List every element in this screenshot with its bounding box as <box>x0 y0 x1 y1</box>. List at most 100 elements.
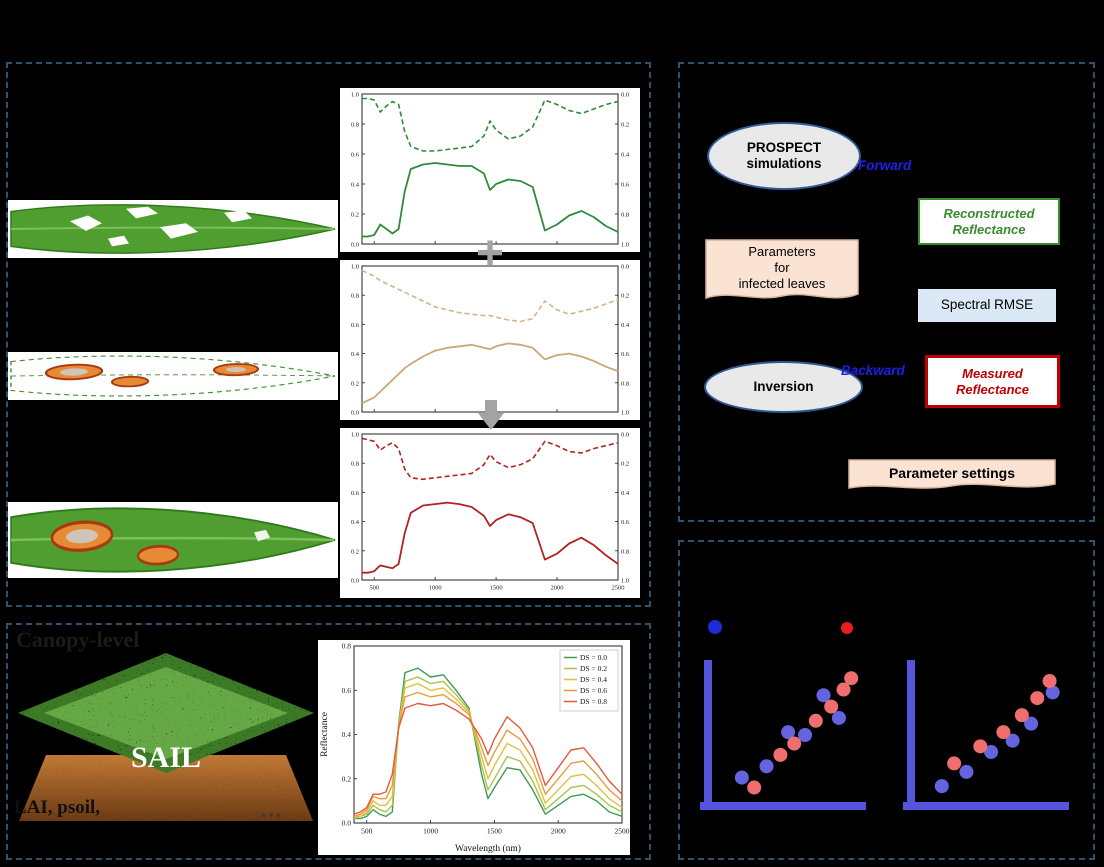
svg-text:0.8: 0.8 <box>351 293 359 300</box>
healthy-leaf-spectra-chart: 0.0 0.2 0.4 0.6 0.8 1.0 0.0 0.2 0.4 0.6 0.8 1.0 <box>340 88 640 252</box>
svg-text:0.0: 0.0 <box>621 92 629 99</box>
infected-leaf-spectra-chart: 0.0 0.2 0.4 0.6 0.8 1.0 0.0 0.2 0.4 0.6 0.8 1.0 500 1… <box>340 428 640 598</box>
svg-text:0.4: 0.4 <box>351 351 360 358</box>
svg-text:0.0: 0.0 <box>621 432 629 439</box>
svg-text:DS = 0.6: DS = 0.6 <box>580 686 607 695</box>
svg-text:DS = 0.4: DS = 0.4 <box>580 675 607 684</box>
svg-text:0.6: 0.6 <box>351 322 360 329</box>
svg-text:0.0: 0.0 <box>342 819 352 828</box>
svg-text:1.0: 1.0 <box>621 578 629 585</box>
svg-text:0.6: 0.6 <box>621 519 630 526</box>
canopy-level-heading: Canopy-level <box>16 627 140 652</box>
blue-legend-dot <box>708 620 722 634</box>
lesion-2 <box>136 544 180 566</box>
svg-text:0.8: 0.8 <box>351 461 359 468</box>
banner-shape <box>705 239 859 300</box>
svg-text:1.0: 1.0 <box>621 410 629 417</box>
parameter-settings-label: Parameter settings <box>888 465 1016 482</box>
lesion-outline-image <box>8 352 338 400</box>
red-legend-dot <box>841 622 853 634</box>
ellipsis-label: … <box>260 797 282 822</box>
svg-text:0.6: 0.6 <box>351 152 360 159</box>
svg-text:0.8: 0.8 <box>621 380 629 387</box>
svg-text:DS = 0.2: DS = 0.2 <box>580 664 607 673</box>
canopy-inputs-label: LAI, psoil, <box>14 797 101 818</box>
lesion-2 <box>110 375 150 388</box>
plus-icon: + <box>475 227 505 280</box>
panel-canopy-level: Canopy-level <box>6 623 651 860</box>
svg-text:0.8: 0.8 <box>342 642 352 651</box>
svg-text:0.4: 0.4 <box>342 730 352 739</box>
svg-text:0.8: 0.8 <box>621 212 629 219</box>
svg-text:500: 500 <box>369 585 379 592</box>
svg-text:1.0: 1.0 <box>621 242 629 249</box>
spectral-rmse-label: Spectral RMSE <box>940 297 1034 313</box>
sail-canopy-image: SAIL <box>16 651 316 826</box>
svg-text:0.4: 0.4 <box>621 490 630 497</box>
scatter-plot-left <box>698 658 868 816</box>
svg-text:Wavelength (nm): Wavelength (nm) <box>455 843 521 854</box>
svg-text:0.6: 0.6 <box>351 490 360 497</box>
panel-leaf-level: 0.0 0.2 0.4 0.6 0.8 1.0 0.0 0.2 0.4 0.6 0.8 1.0 + 0… <box>6 62 651 607</box>
svg-text:0.6: 0.6 <box>621 351 630 358</box>
inversion-label: Inversion <box>753 379 814 395</box>
svg-text:1.0: 1.0 <box>351 264 359 271</box>
svg-text:0.2: 0.2 <box>621 122 629 129</box>
svg-text:2500: 2500 <box>612 585 625 592</box>
parameter-settings-banner: Parameter settings <box>847 458 1057 495</box>
svg-text:0.4: 0.4 <box>351 182 360 189</box>
sail-label: SAIL <box>131 741 201 774</box>
leaf-fleck <box>254 529 270 542</box>
infected-leaf-drawing <box>10 507 336 573</box>
svg-text:1.0: 1.0 <box>351 92 359 99</box>
svg-text:0.4: 0.4 <box>621 152 630 159</box>
lesion-leaf-drawing <box>10 355 336 397</box>
svg-text:0.2: 0.2 <box>351 212 359 219</box>
svg-text:0.2: 0.2 <box>621 293 629 300</box>
svg-text:0.2: 0.2 <box>351 380 359 387</box>
svg-text:2500: 2500 <box>615 827 630 836</box>
parameters-banner: Parameters for infected leaves <box>704 238 860 308</box>
svg-text:0.0: 0.0 <box>351 242 359 249</box>
svg-text:0.2: 0.2 <box>342 774 352 783</box>
backward-label: Backward <box>841 363 905 378</box>
svg-text:0.8: 0.8 <box>621 548 629 555</box>
reconstructed-reflectance-label: Reconstructed Reflectance <box>943 205 1035 237</box>
svg-text:0.6: 0.6 <box>342 686 352 695</box>
soil-layer <box>19 755 313 821</box>
panel-validation-scatter <box>678 540 1095 860</box>
svg-text:1000: 1000 <box>429 585 442 592</box>
forward-label: Forward <box>858 158 912 173</box>
measured-reflectance-label: Measured Reflectance <box>956 365 1029 397</box>
svg-text:0.6: 0.6 <box>621 182 630 189</box>
scatter-plot-right <box>901 658 1071 816</box>
measured-reflectance-box: Measured Reflectance <box>925 355 1060 408</box>
svg-text:0.0: 0.0 <box>351 578 359 585</box>
down-arrow-icon <box>478 400 504 435</box>
inversion-node: Inversion <box>704 361 863 413</box>
svg-text:0.8: 0.8 <box>351 122 359 129</box>
svg-text:500: 500 <box>361 827 373 836</box>
panel-prospect-flowchart: PROSPECT simulations Forward Reconstruct… <box>678 62 1095 522</box>
lesion-spectra-chart: 0.0 0.2 0.4 0.6 0.8 1.0 0.0 0.2 0.4 0.6 0.8 1.0 <box>340 260 640 420</box>
infected-leaf-image <box>8 502 338 578</box>
svg-text:2000: 2000 <box>551 585 564 592</box>
svg-text:1500: 1500 <box>487 827 502 836</box>
lesion-1 <box>50 520 114 552</box>
svg-text:0.2: 0.2 <box>351 548 359 555</box>
svg-text:0.4: 0.4 <box>621 322 630 329</box>
lesion-1 <box>44 363 104 381</box>
parameters-label: Parameters for infected leaves <box>738 244 826 291</box>
lesion-3 <box>212 363 260 377</box>
svg-text:2000: 2000 <box>551 827 566 836</box>
svg-text:1.0: 1.0 <box>351 432 359 439</box>
banner-shape <box>848 459 1056 489</box>
svg-text:DS = 0.8: DS = 0.8 <box>580 697 607 706</box>
svg-text:0.0: 0.0 <box>351 410 359 417</box>
svg-text:0.2: 0.2 <box>621 461 629 468</box>
svg-text:0.4: 0.4 <box>351 519 360 526</box>
svg-text:0.0: 0.0 <box>621 264 629 271</box>
spectral-rmse-box: Spectral RMSE <box>918 289 1056 322</box>
healthy-leaf-image <box>8 200 338 258</box>
